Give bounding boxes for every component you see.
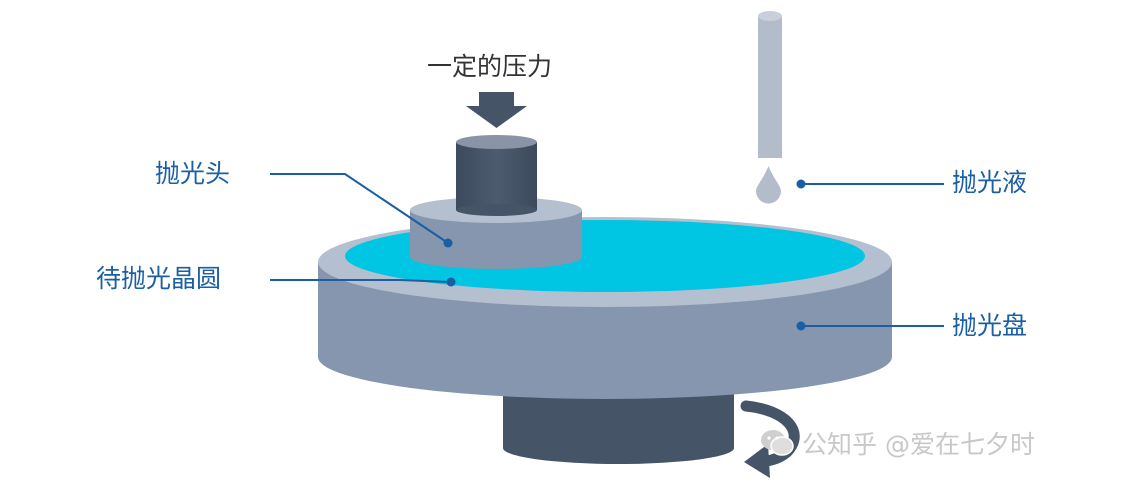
- pressure-label: 一定的压力: [427, 52, 553, 81]
- wechat-icon: [761, 430, 794, 456]
- slurry-label: 抛光液: [952, 168, 1028, 197]
- polishing-head: [410, 135, 582, 269]
- watermark-text: 公知乎 @爱在七夕时: [802, 430, 1035, 459]
- watermark: 公知乎 @爱在七夕时: [760, 425, 1035, 461]
- slurry-dispenser: [756, 11, 782, 204]
- polishing-pad: [318, 217, 892, 399]
- pressure-arrow-icon: [466, 92, 527, 128]
- leader-lines: [270, 173, 944, 327]
- leader-dots: [443, 179, 806, 331]
- droplet-icon: [756, 166, 781, 204]
- polishing-head-label: 抛光头: [155, 159, 231, 188]
- wafer-label: 待抛光晶圆: [96, 264, 222, 293]
- polishing-pad-label: 抛光盘: [952, 311, 1028, 340]
